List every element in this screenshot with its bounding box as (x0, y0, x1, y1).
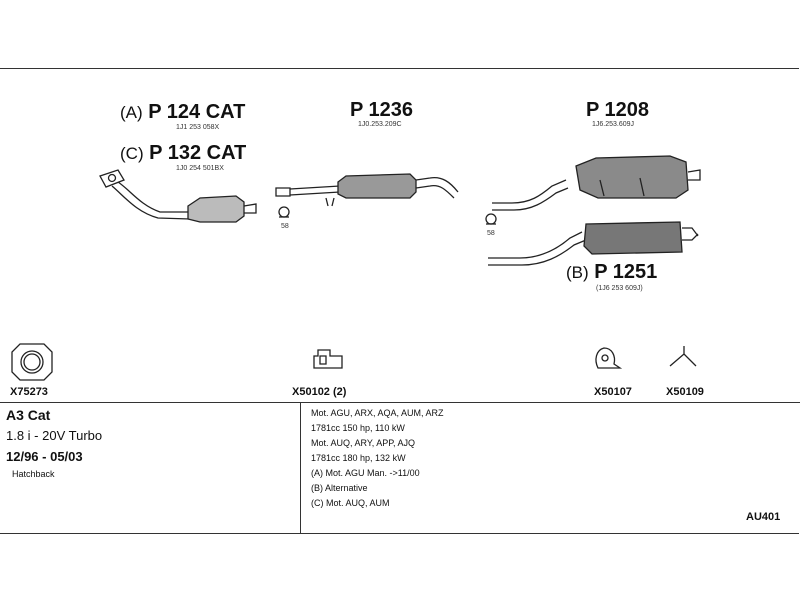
part-b-code: (1J6 253 609J) (596, 285, 643, 292)
mount2-label: X50107 (594, 386, 632, 398)
clamp-left-number: 58 (281, 223, 289, 230)
vehicle-info-area (0, 402, 800, 534)
part-b-name: P 1251 (594, 261, 658, 283)
note-line: (A) Mot. AGU Man. ->11/00 (311, 468, 420, 478)
info-divider (300, 402, 301, 534)
gasket-label: X75273 (10, 386, 48, 398)
clamp-right (485, 213, 497, 225)
rear-silencer-main (492, 155, 701, 211)
part-a-prefix: (A) (120, 103, 143, 122)
part-rear-code: 1J6.253.609J (592, 121, 635, 128)
clamp-left (278, 206, 290, 218)
part-mid-code: 1J0.253.209C (358, 121, 402, 128)
part-a-name: P 124 CAT (148, 101, 246, 123)
part-b-prefix: (B) (566, 263, 589, 282)
note-line: (B) Alternative (311, 483, 368, 493)
vehicle-dates: 12/96 - 05/03 (6, 449, 83, 464)
part-c-prefix: (C) (120, 144, 144, 163)
part-c-code: 1J0 254 501BX (176, 165, 224, 172)
hanger-bracket-icon (669, 346, 697, 367)
hanger-ring-icon (595, 347, 623, 369)
part-rear-name: P 1208 (586, 99, 650, 121)
vehicle-model: A3 Cat (6, 407, 51, 423)
diagram-frame (0, 68, 799, 534)
reference-code: AU401 (746, 511, 781, 523)
note-line: 1781cc 180 hp, 132 kW (311, 453, 406, 463)
middle-silencer-pipe (275, 173, 459, 207)
clamp-right-number: 58 (487, 230, 495, 237)
note-line: (C) Mot. AUQ, AUM (311, 498, 390, 508)
vehicle-engine: 1.8 i - 20V Turbo (6, 428, 103, 443)
front-catalyst-pipe (99, 169, 257, 223)
mount1-label: X50102 (2) (292, 386, 347, 398)
part-mid-name: P 1236 (350, 99, 414, 121)
part-b-title: (B) P 1251 (566, 262, 657, 282)
rubber-mount-icon (313, 349, 343, 369)
part-c-name: P 132 CAT (149, 142, 247, 164)
note-line: 1781cc 150 hp, 110 kW (311, 423, 405, 433)
part-c-title: (C) P 132 CAT (120, 143, 246, 163)
part-a-title: (A) P 124 CAT (120, 102, 245, 122)
mount3-label: X50109 (666, 386, 704, 398)
rear-silencer-alt (488, 221, 699, 266)
gasket-icon (11, 343, 53, 381)
part-a-code: 1J1 253 058X (176, 124, 220, 131)
note-line: Mot. AGU, ARX, AQA, AUM, ARZ (311, 408, 444, 418)
vehicle-body: Hatchback (12, 469, 55, 479)
note-line: Mot. AUQ, ARY, APP, AJQ (311, 438, 416, 448)
